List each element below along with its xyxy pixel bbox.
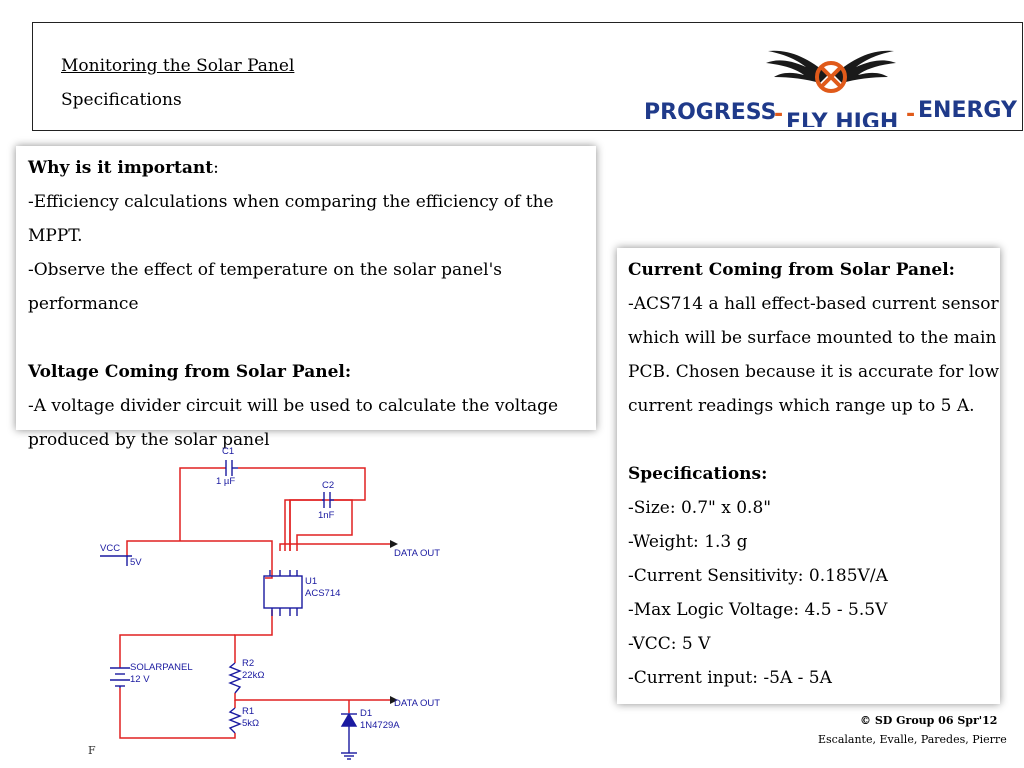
left-line-2: MPPT.	[28, 226, 83, 246]
logo-dash-2: -	[906, 102, 915, 127]
logo-text-fly-high: FLY HIGH	[786, 110, 898, 127]
emblem-cross-icon	[819, 65, 843, 89]
data-out-2-label: DATA OUT	[394, 698, 440, 709]
left-line-5: -A voltage divider circuit will be used …	[28, 396, 559, 416]
data-out-1-arrow-icon	[390, 540, 398, 548]
specifications-heading: Specifications:	[628, 464, 768, 484]
voltage-heading: Voltage Coming from Solar Panel:	[28, 362, 352, 382]
c1-label: C1	[222, 446, 234, 457]
importance-textbox	[16, 146, 596, 430]
logo-text-progress: PROGRESS	[644, 100, 777, 125]
panel-label: SOLARPANEL	[130, 662, 193, 673]
current-heading: Current Coming from Solar Panel:	[628, 260, 955, 280]
spec-size: -Size: 0.7" x 0.8"	[628, 498, 772, 518]
slide-header: Monitoring the Solar Panel Specification…	[32, 22, 1023, 131]
current-sensor-text: Current Coming from Solar Panel: -ACS714…	[628, 253, 1000, 695]
data-out-2-arrow-icon	[390, 696, 398, 704]
why-important-heading: Why is it important	[28, 158, 214, 178]
footer-fragment: F	[88, 744, 96, 757]
current-paragraph: -ACS714 a hall effect-based current sens…	[628, 294, 1000, 416]
panel-value: 12 V	[130, 674, 150, 685]
left-line-6: produced by the solar panel	[28, 430, 270, 450]
right-wing-icon	[834, 50, 896, 83]
slide-subtitle: Specifications	[61, 90, 182, 110]
footer-copyright: © SD Group 06 Spr'12	[860, 714, 998, 727]
d1-diode	[340, 712, 358, 727]
spec-current-input: -Current input: -5A - 5A	[628, 668, 832, 688]
u1-chip	[263, 575, 303, 609]
d1-part: 1N4729A	[360, 720, 400, 731]
spec-vcc: -VCC: 5 V	[628, 634, 711, 654]
footer-names: Escalante, Evalle, Paredes, Pierre	[818, 733, 1007, 746]
left-line-3: -Observe the effect of temperature on th…	[28, 260, 503, 280]
schematic-wires	[119, 467, 390, 739]
left-line-1: -Efficiency calculations when comparing …	[28, 192, 554, 212]
schematic-components	[100, 460, 358, 760]
current-sensor-textbox	[617, 248, 1000, 704]
why-important-colon: :	[213, 158, 219, 178]
c1-value: 1 µF	[216, 476, 235, 487]
u1-part: ACS714	[305, 588, 340, 599]
r2-resistor	[228, 662, 242, 694]
logo-text-energy: ENERGY	[918, 98, 1018, 123]
r2-label: R2	[242, 658, 254, 669]
emblem-ring-icon	[815, 61, 847, 93]
vcc-label: VCC	[100, 543, 120, 554]
r2-value: 22kΩ	[242, 670, 264, 681]
spec-sensitivity: -Current Sensitivity: 0.185V/A	[628, 566, 888, 586]
vcc-value: 5V	[130, 557, 142, 568]
importance-text: Why is it important: -Efficiency calcula…	[28, 151, 588, 457]
left-line-4: performance	[28, 294, 139, 314]
c2-label: C2	[322, 480, 334, 491]
slide-title: Monitoring the Solar Panel	[61, 56, 295, 76]
data-out-1-label: DATA OUT	[394, 548, 440, 559]
left-wing-icon	[766, 50, 828, 83]
progress-fly-high-energy-logo: PROGRESS - FLY HIGH - ENERGY	[644, 50, 1018, 127]
u1-label: U1	[305, 576, 317, 587]
r1-resistor	[228, 707, 242, 734]
d1-label: D1	[360, 708, 372, 719]
spec-weight: -Weight: 1.3 g	[628, 532, 748, 552]
c2-value: 1nF	[318, 510, 335, 521]
r1-label: R1	[242, 706, 254, 717]
logo-dash-1: -	[774, 102, 783, 127]
spec-logic-voltage: -Max Logic Voltage: 4.5 - 5.5V	[628, 600, 888, 620]
circuit-schematic: C1 1 µF C2 1nF VCC 5V U1 ACS714 DATA OUT…	[100, 446, 440, 760]
r1-value: 5kΩ	[242, 718, 259, 729]
